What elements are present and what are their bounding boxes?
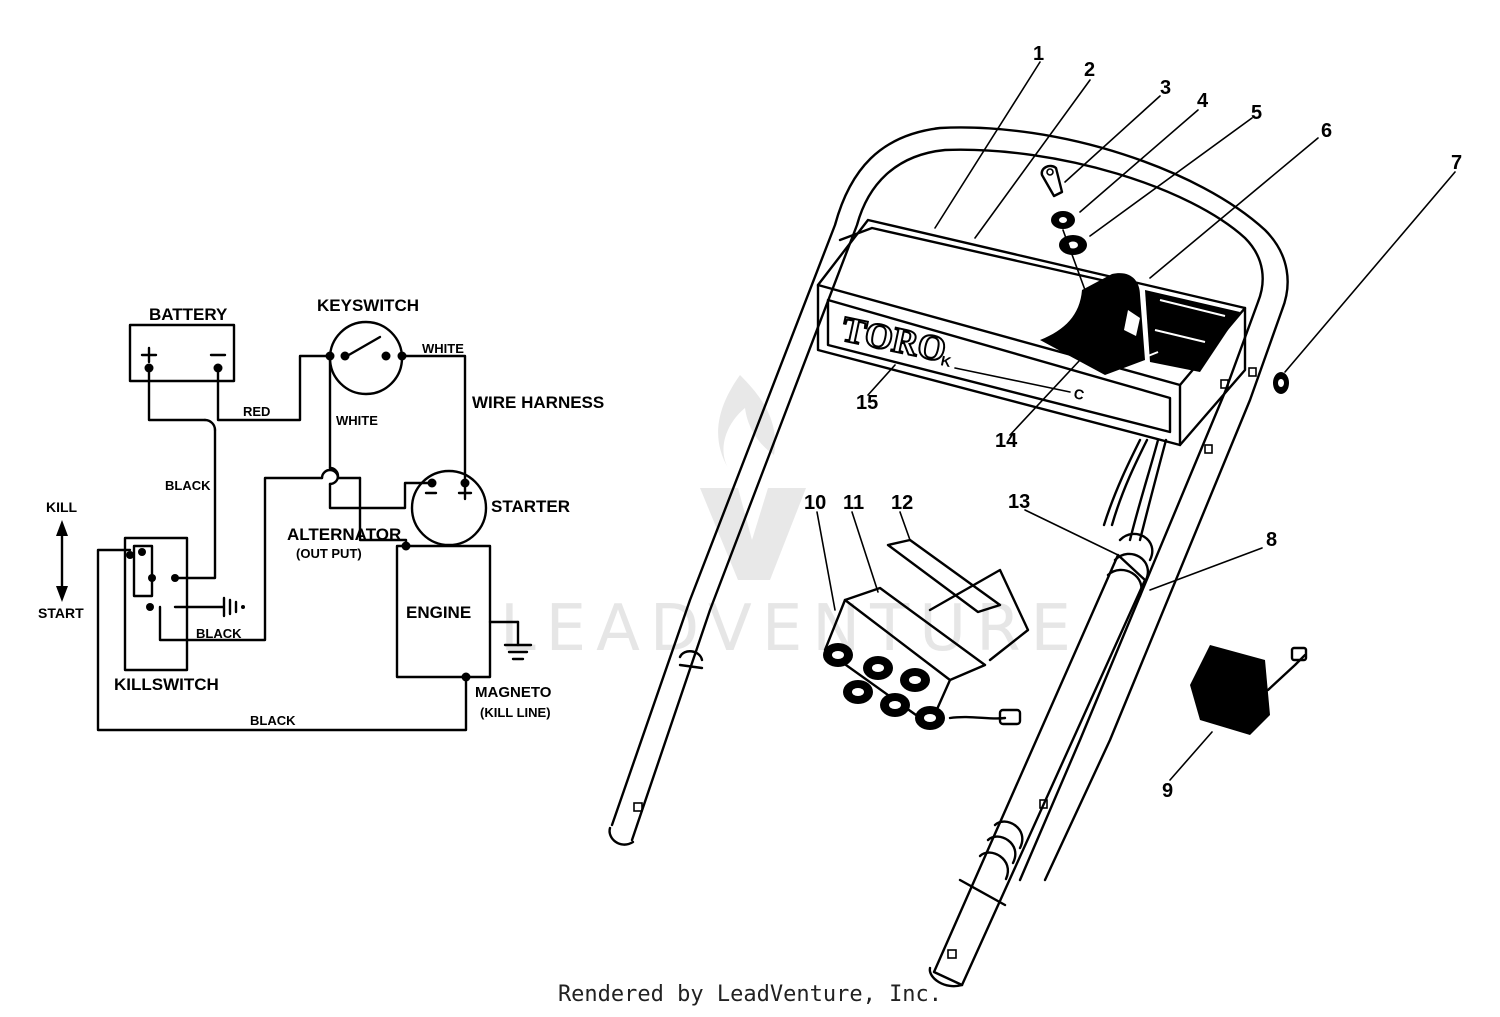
ground-icon [488,620,533,661]
keyswitch-label: KEYSWITCH [317,296,419,315]
alternator-sub-label: (OUT PUT) [296,546,362,561]
callout-leaders [816,61,1456,781]
engine: ENGINE [395,541,492,682]
wire-label-black-upper: BLACK [165,478,211,493]
callout-8: 8 [1266,529,1277,551]
watermark: LEADVENTURE [500,375,1081,666]
leadventure-flame-logo [700,375,806,580]
engine-label: ENGINE [406,603,471,622]
lock-washer-icon [1059,235,1087,255]
footer-credit: Rendered by LeadVenture, Inc. [557,982,943,1007]
panel-mark-k: K [939,352,952,370]
wiring-schematic: BATTERY KEYSWITCH STARTER ENGINE [38,296,604,732]
start-label: START [38,605,84,621]
wire-label-black-bottom: BLACK [250,713,296,728]
cable-tube [928,438,1168,988]
wire-label-wire-harness: WIRE HARNESS [472,393,604,412]
connector-sockets [823,643,945,730]
callout-14: 14 [995,430,1018,452]
handle-frame [608,126,1289,882]
alternator-label: ALTERNATOR [287,525,401,544]
keyswitch: KEYSWITCH [317,296,419,396]
chassis-ground-icon [173,596,245,618]
callout-5: 5 [1251,102,1262,124]
callout-numbers: 1 2 3 4 5 6 7 8 9 10 11 12 13 14 15 [804,43,1462,802]
capacitor-box [1190,645,1308,735]
callout-7: 7 [1451,152,1462,174]
kill-label: KILL [46,499,78,515]
connector-block [823,538,1030,730]
key-icon [1040,164,1064,198]
callout-10: 10 [804,492,826,514]
callout-15: 15 [856,392,878,414]
kill-start-indicator: KILL START [38,499,84,621]
starter: STARTER [410,469,570,547]
magneto-label: MAGNETO [475,684,552,701]
panel-mark-c: C [1072,385,1085,403]
starter-label: STARTER [491,497,570,516]
wire-label-black-mid: BLACK [196,626,242,641]
callout-12: 12 [891,492,913,514]
callout-11: 11 [843,492,864,514]
magneto-sub-label: (KILL LINE) [480,705,551,720]
wire-label-white-mid: WHITE [336,413,378,428]
killswitch: KILLSWITCH [114,536,219,694]
callout-13: 13 [1008,491,1030,513]
battery: BATTERY [128,305,236,383]
callout-9: 9 [1162,780,1173,802]
wire-label-red: RED [243,404,270,419]
callout-3: 3 [1160,77,1171,99]
callout-4: 4 [1197,90,1209,112]
watermark-text: LEADVENTURE [500,592,1081,666]
wires [96,354,468,732]
screw-icon [1273,372,1289,394]
wire-label-white-top: WHITE [422,341,464,356]
callout-1: 1 [1033,43,1044,65]
nut-washer-icon [1051,211,1075,229]
battery-label: BATTERY [149,305,228,324]
callout-6: 6 [1321,120,1332,142]
callout-2: 2 [1084,59,1095,81]
killswitch-label: KILLSWITCH [114,675,219,694]
